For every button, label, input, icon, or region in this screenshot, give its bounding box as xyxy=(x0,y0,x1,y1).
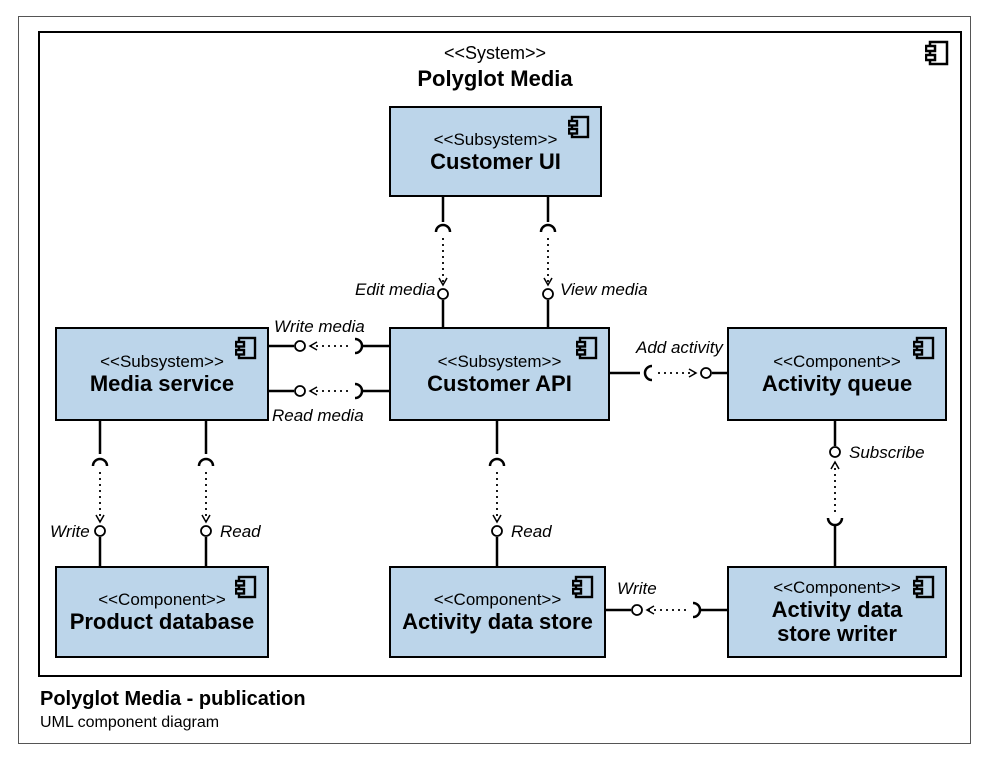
system-name: Polyglot Media xyxy=(417,66,573,91)
activity-data-store-box: <<Component>> Activity data store xyxy=(389,566,606,658)
customer-ui-box: <<Subsystem>> Customer UI xyxy=(389,106,602,197)
socket xyxy=(539,223,557,233)
read-activity-label: Read xyxy=(511,522,552,541)
product-database-box: <<Component>> Product database xyxy=(55,566,269,658)
media-service-box: <<Subsystem>> Media service xyxy=(55,327,269,421)
box-stereotype: <<Subsystem>> xyxy=(433,129,558,149)
component-icon xyxy=(235,575,257,599)
box-name: Customer UI xyxy=(430,148,561,174)
component-icon xyxy=(913,336,935,360)
figure-frame xyxy=(18,16,971,744)
read-product-label: Read xyxy=(220,522,261,541)
read-media-label: Read media xyxy=(272,406,364,425)
customer-api-box: <<Subsystem>> Customer API xyxy=(389,327,610,421)
system-boundary xyxy=(38,31,962,677)
caption-subtitle: UML component diagram xyxy=(40,714,220,731)
activity-queue-box: <<Component>> Activity queue xyxy=(727,327,947,421)
caption-title: Polyglot Media - publication xyxy=(40,688,306,710)
box-name: Media service xyxy=(89,371,235,396)
component-icon xyxy=(576,336,598,360)
view-media-label: View media xyxy=(560,280,648,299)
box-name: Product database xyxy=(69,609,255,634)
write-media-label: Write media xyxy=(274,317,365,336)
box-stereotype: <<Subsystem>> xyxy=(100,352,224,371)
activity-writer-box: <<Component>> Activity data store writer xyxy=(727,566,947,658)
box-name: Activity queue xyxy=(761,371,913,396)
write-product-label: Write xyxy=(50,522,90,541)
subscribe-label: Subscribe xyxy=(849,443,925,462)
ball xyxy=(542,288,554,300)
system-stereotype: <<System>> xyxy=(443,43,547,63)
component-icon xyxy=(925,40,949,66)
component-icon xyxy=(568,115,590,139)
box-stereotype: <<Component>> xyxy=(773,352,901,371)
box-stereotype: <<Component>> xyxy=(773,578,901,597)
box-name: Customer API xyxy=(427,371,572,396)
box-name: Activity data store writer xyxy=(771,597,903,646)
box-name: Activity data store xyxy=(402,609,593,634)
box-stereotype: <<Component>> xyxy=(433,590,562,609)
socket xyxy=(434,223,452,233)
edit-media-label: Edit media xyxy=(355,280,436,299)
component-icon xyxy=(913,575,935,599)
component-icon xyxy=(572,575,594,599)
ball xyxy=(437,288,449,300)
component-icon xyxy=(235,336,257,360)
write-activity-label: Write xyxy=(617,579,657,598)
box-stereotype: <<Component>> xyxy=(98,590,226,609)
box-stereotype: <<Subsystem>> xyxy=(437,352,562,371)
add-activity-label: Add activity xyxy=(636,338,723,357)
